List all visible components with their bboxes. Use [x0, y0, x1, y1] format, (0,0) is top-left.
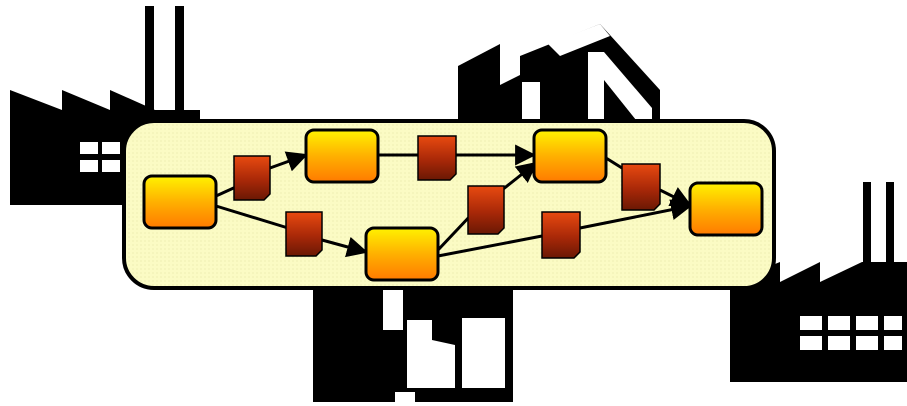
process-nodes [142, 128, 764, 282]
edge-d4-p4 [501, 161, 538, 192]
process-node-4 [532, 128, 608, 184]
edge-p4-d6 [605, 156, 623, 170]
document-node-2 [285, 211, 323, 257]
edge-d1-p2 [269, 151, 308, 172]
document-node-5 [541, 211, 581, 259]
edge-p3-d4 [436, 212, 474, 252]
document-node-1 [233, 155, 271, 201]
edge-d6-p5 [659, 187, 692, 207]
process-node-5 [688, 181, 764, 237]
process-node-3 [364, 226, 440, 282]
factory-icon [313, 290, 513, 402]
document-node-6 [621, 163, 661, 211]
edge-p1-d2 [215, 204, 289, 230]
factory-icon [458, 24, 660, 125]
document-node-3 [417, 135, 457, 181]
edge-d5-p5 [579, 199, 693, 230]
process-node-1 [142, 174, 218, 230]
document-node-4 [467, 185, 505, 235]
edges [215, 144, 693, 258]
edge-d2-p3 [321, 236, 369, 258]
edge-p3-d5 [437, 234, 543, 258]
process-node-2 [304, 128, 380, 184]
factory-icon [730, 182, 907, 382]
document-nodes [233, 135, 661, 259]
